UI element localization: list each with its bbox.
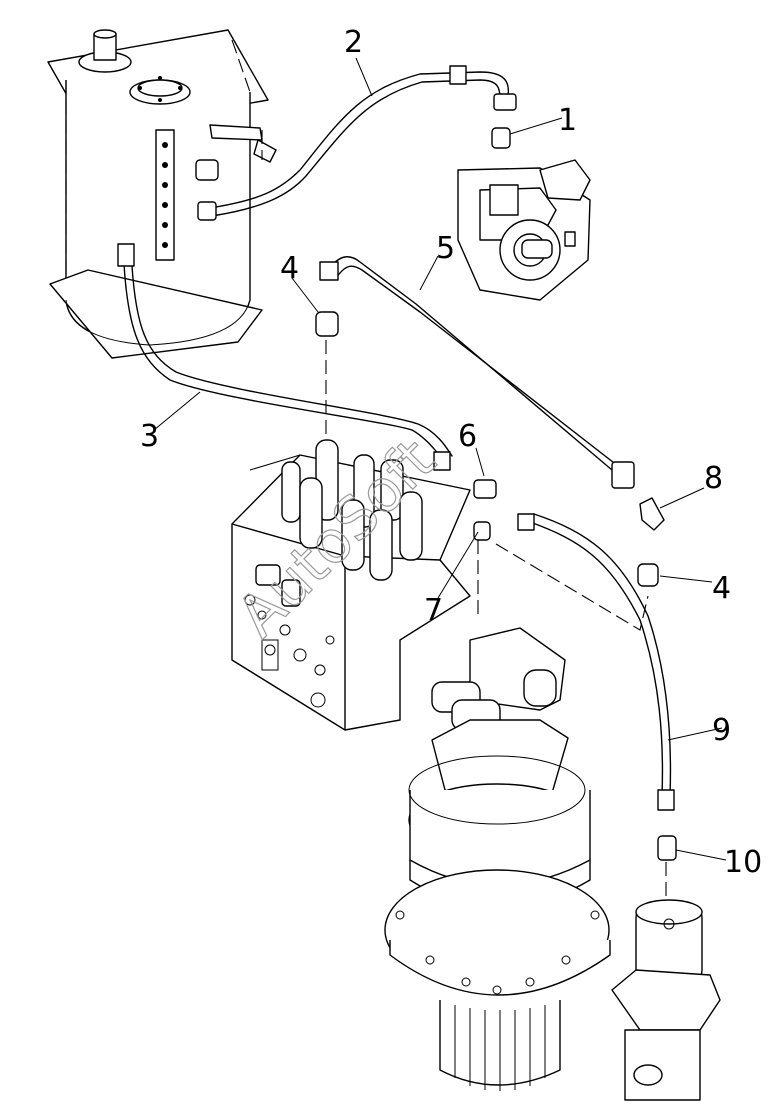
hose-5: [319, 256, 635, 489]
fitting-1: [491, 127, 511, 149]
swing-motor-gearbox: [384, 627, 611, 1091]
fitting-10: [657, 835, 677, 861]
hose-2: [197, 65, 517, 221]
callout-2: 2: [344, 25, 363, 60]
callout-3: 3: [140, 419, 159, 454]
hydraulic-pump: [457, 159, 591, 301]
callout-6: 6: [458, 419, 477, 454]
control-valve-block: [231, 439, 471, 731]
callout-1: 1: [558, 103, 577, 138]
callout-9: 9: [712, 713, 731, 748]
callout-5: 5: [436, 231, 455, 266]
fitting-4-lower: [637, 563, 659, 587]
callout-4-lower: 4: [712, 571, 731, 606]
fitting-7: [473, 521, 491, 541]
callout-4-upper: 4: [280, 251, 299, 286]
callout-8: 8: [704, 461, 723, 496]
leader-lines: [153, 57, 727, 861]
fitting-8: [639, 497, 665, 531]
fitting-4-upper: [315, 311, 339, 337]
fitting-6: [473, 479, 497, 499]
hydraulic-tank: [47, 29, 277, 359]
callout-10: 10: [724, 845, 762, 880]
callout-7: 7: [424, 593, 443, 628]
hose-9: [517, 513, 675, 811]
hose-3: [117, 243, 453, 471]
center-swivel-joint: [611, 899, 721, 1101]
